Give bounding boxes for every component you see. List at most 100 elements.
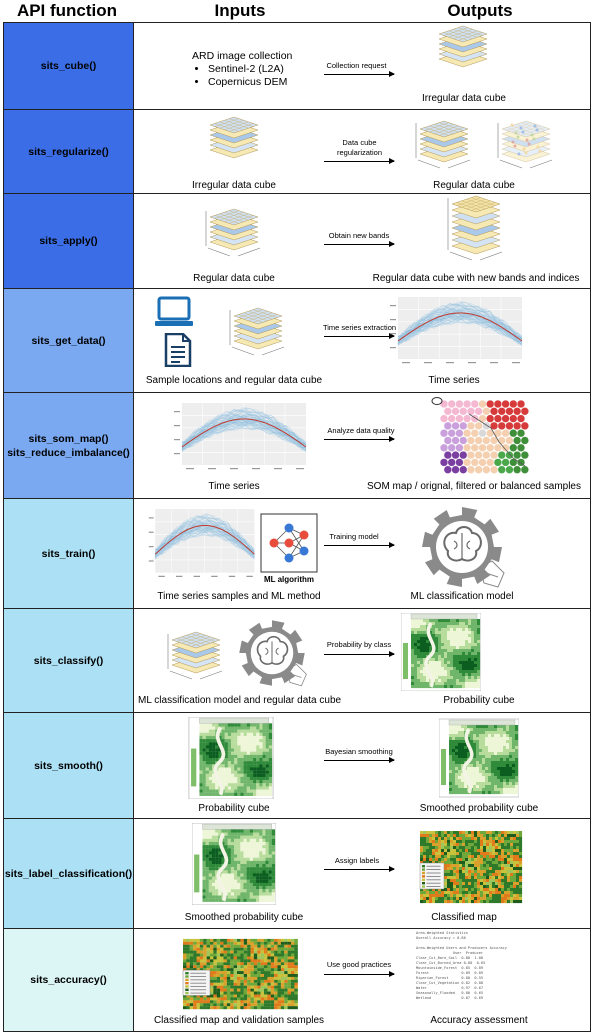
cube-image	[497, 120, 553, 169]
output-caption: SOM map / orignal, filtered or balanced …	[367, 481, 581, 492]
process-arrow	[324, 436, 395, 442]
process-arrow	[324, 971, 395, 977]
process-arrow	[324, 757, 395, 763]
row-sits-train: sits_train() ML algorithm Time series sa…	[4, 499, 590, 609]
row-sits-smooth: sits_smooth() Probability cube Bayesian …	[4, 713, 590, 819]
accuracy-table-image: Area-Weighted Statistics Overall Accurac…	[416, 931, 507, 1000]
row-sits-get-data: sits_get_data() Sample locations and reg…	[4, 289, 590, 393]
header-outputs: Outputs	[447, 1, 513, 20]
laptop-icon	[155, 296, 193, 326]
arrow-label: Assign labels	[334, 856, 380, 865]
row-sits-som-map: sits_som_map() sits_reduce_imbalance() T…	[4, 393, 590, 499]
probability-map	[483, 613, 563, 691]
arrow-label: Training model	[329, 532, 379, 541]
output-caption: Time series	[428, 375, 480, 386]
probability-map	[192, 823, 276, 905]
cube-image	[205, 208, 261, 257]
input-caption: Time series	[208, 481, 260, 492]
row-sits-cube: sits_cube() ARD image collection Sentine…	[4, 23, 590, 110]
function-cell: sits_apply()	[4, 194, 134, 288]
row-sits-accuracy: sits_accuracy() Classified map and valid…	[4, 929, 590, 1031]
function-cell: sits_som_map() sits_reduce_imbalance()	[4, 393, 134, 498]
som-map	[431, 396, 529, 478]
output-caption: ML classification model	[410, 591, 514, 602]
output-caption: Accuracy assessment	[430, 1015, 528, 1026]
neural-network-icon	[260, 513, 318, 573]
ard-collection-list: ARD image collection Sentinel-2 (L2A) Co…	[192, 50, 292, 89]
input-caption: Regular data cube	[193, 273, 275, 284]
ml-algorithm-label: ML algorithm	[263, 575, 315, 584]
probability-map	[188, 717, 274, 799]
header-inputs: Inputs	[214, 1, 266, 20]
function-cell: sits_classify()	[4, 609, 134, 712]
process-arrow	[324, 71, 395, 77]
output-caption: Smoothed probability cube	[419, 803, 539, 814]
function-cell: sits_smooth()	[4, 713, 134, 818]
gear-brain-icon	[239, 620, 307, 687]
probability-map	[401, 613, 481, 691]
content-cell: ML classification model and regular data…	[134, 609, 590, 712]
ard-item: Sentinel-2 (L2A)	[208, 63, 292, 76]
cube-image	[415, 120, 471, 169]
gear-brain-icon	[422, 507, 505, 588]
cube-image	[229, 307, 285, 356]
output-caption: Regular data cube	[433, 180, 515, 191]
input-caption: Classified map and validation samples	[153, 1015, 325, 1026]
content-cell: Time series Analyze data quality SOM map…	[134, 393, 590, 498]
ard-item: Copernicus DEM	[208, 76, 292, 89]
function-cell: sits_train()	[4, 499, 134, 608]
input-caption: Smoothed probability cube	[184, 912, 304, 923]
function-cell: sits_regularize()	[4, 110, 134, 193]
arrow-label: Probability by class	[326, 640, 392, 649]
row-sits-regularize: sits_regularize() Irregular data cube Da…	[4, 110, 590, 194]
input-caption: ML classification model and regular data…	[138, 695, 342, 706]
content-cell: Regular data cube Obtain new bands Regul…	[134, 194, 590, 288]
arrow-label: Time series extraction	[322, 323, 397, 332]
arrow-label: Collection request	[326, 61, 387, 70]
content-cell: ML algorithm Time series samples and ML …	[134, 499, 590, 608]
arrow-label: Data cube regularization	[336, 138, 383, 157]
content-cell: Probability cube Bayesian smoothing Smoo…	[134, 713, 590, 818]
time-series-chart	[390, 297, 523, 364]
row-sits-apply: sits_apply() Regular data cube Obtain ne…	[4, 194, 590, 289]
output-caption: Classified map	[431, 912, 497, 923]
arrow-label: Obtain new bands	[328, 231, 390, 240]
process-arrow	[324, 158, 395, 164]
cube-image	[447, 195, 503, 261]
function-cell: sits_cube()	[4, 23, 134, 109]
cube-image	[438, 25, 488, 68]
arrow-label: Use good practices	[326, 960, 392, 969]
input-caption: Sample locations and regular data cube	[145, 375, 323, 386]
input-caption: Time series samples and ML method	[157, 591, 321, 602]
probability-map	[439, 718, 519, 798]
classified-map	[412, 827, 524, 907]
document-icon	[164, 333, 192, 367]
process-arrow	[324, 542, 395, 548]
process-arrow	[324, 333, 395, 339]
process-arrow	[324, 866, 395, 872]
content-cell: Sample locations and regular data cube T…	[134, 289, 590, 392]
row-sits-classify: sits_classify() ML classification model …	[4, 609, 590, 713]
time-series-chart	[174, 403, 307, 470]
header-api-function: API function	[16, 1, 118, 20]
input-caption: Probability cube	[198, 803, 270, 814]
content-cell: Smoothed probability cube Assign labels …	[134, 819, 590, 928]
content-cell: ARD image collection Sentinel-2 (L2A) Co…	[134, 23, 590, 109]
process-arrow	[324, 651, 395, 657]
workflow-table: sits_cube() ARD image collection Sentine…	[3, 22, 591, 1032]
classified-map	[174, 935, 300, 1013]
arrow-label: Analyze data quality	[327, 426, 395, 435]
function-cell: sits_accuracy()	[4, 929, 134, 1031]
input-caption: Irregular data cube	[192, 180, 276, 191]
cube-image	[209, 116, 259, 159]
process-arrow	[324, 241, 395, 247]
function-cell: sits_label_classification()	[4, 819, 134, 928]
output-caption: Irregular data cube	[422, 93, 506, 104]
cube-image	[167, 631, 223, 680]
output-caption: Probability cube	[443, 695, 515, 706]
content-cell: Irregular data cube Data cube regulariza…	[134, 110, 590, 193]
ard-title: ARD image collection	[192, 50, 293, 62]
arrow-label: Bayesian smoothing	[325, 747, 393, 756]
time-series-chart	[148, 509, 255, 577]
content-cell: Classified map and validation samples Us…	[134, 929, 590, 1031]
